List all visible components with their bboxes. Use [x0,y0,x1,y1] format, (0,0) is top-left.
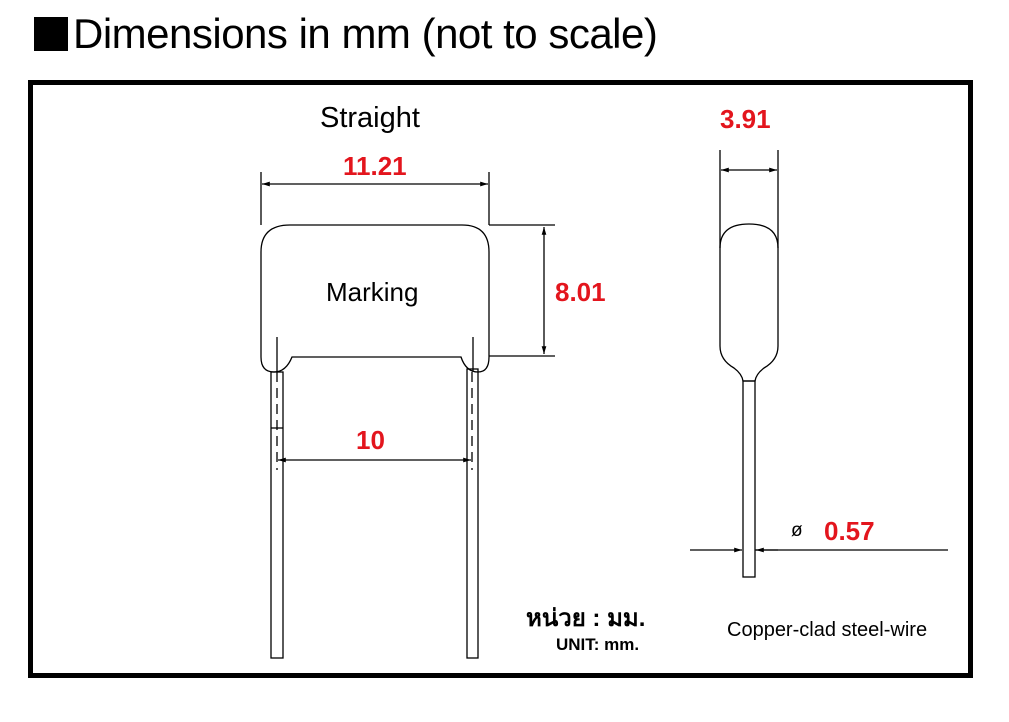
title-text: Dimensions in mm (not to scale) [73,10,658,57]
view-label-straight: Straight [320,102,420,134]
marking-text: Marking [326,277,419,307]
unit-thai: หน่วย : มม. [526,605,646,632]
capacitor-body-front [260,224,490,373]
drawing-frame [28,80,973,678]
material-note: Copper-clad steel-wire [727,619,928,641]
black-square-icon [34,17,68,51]
dimension-width: 11.21 [343,151,407,181]
unit-english: UNIT: mm. [556,635,640,654]
dimension-lead-spacing: 10 [356,425,385,455]
page-title: Dimensions in mm (not to scale) [34,6,658,62]
diameter-symbol: ø [791,520,803,541]
lead-right [466,368,479,659]
lead-left [270,371,284,659]
capacitor-body-side [719,223,779,578]
dimension-lead-diameter: 0.57 [824,516,875,546]
dimension-thickness: 3.91 [720,104,771,134]
dimension-height: 8.01 [555,277,606,307]
